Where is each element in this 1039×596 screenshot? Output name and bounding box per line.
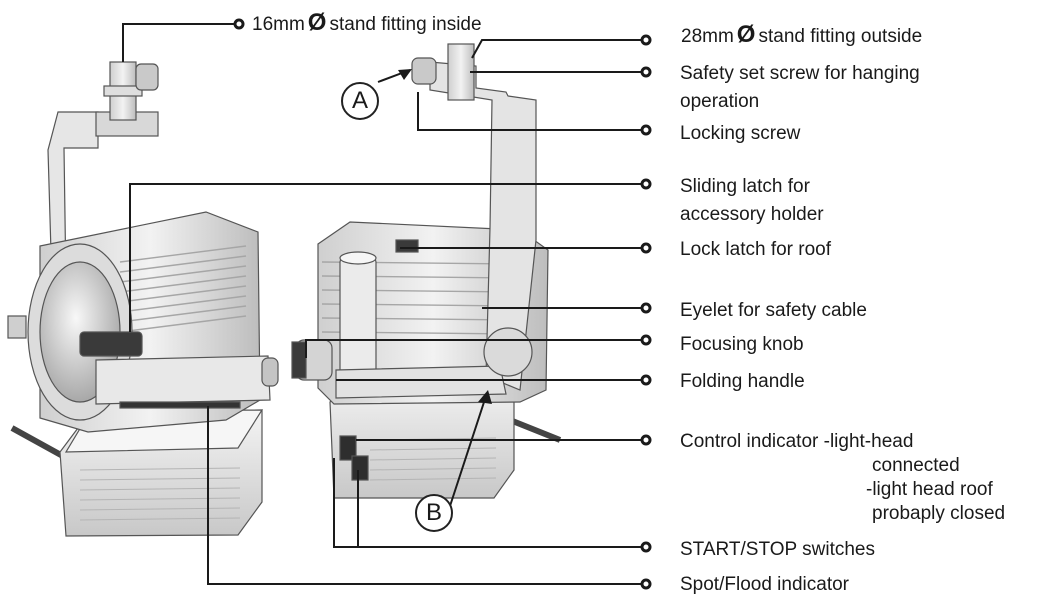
label-28mm-pre: 28mm <box>681 26 734 47</box>
right-lamp <box>291 43 562 499</box>
label-sliding-latch-1: Sliding latch for <box>680 176 810 197</box>
arrow-b <box>478 390 492 404</box>
label-lock-latch: Lock latch for roof <box>680 239 832 260</box>
label-locking-screw: Locking screw <box>680 123 801 144</box>
folding-handle <box>335 365 507 399</box>
label-start-stop: START/STOP switches <box>680 539 875 560</box>
roof-lock-latch <box>395 239 419 253</box>
focus-rod-left <box>95 355 271 405</box>
switch-1 <box>339 435 357 461</box>
label-safety-screw-1: Safety set screw for hanging <box>680 63 920 84</box>
left-lamp <box>7 61 279 537</box>
label-spot-flood: Spot/Flood indicator <box>680 574 849 595</box>
label-16mm-post: stand fitting inside <box>329 14 482 35</box>
safety-screw-knob <box>411 57 437 85</box>
callout-b: B <box>415 494 453 532</box>
handle-post <box>339 257 377 379</box>
label-28mm-post: stand fitting outside <box>758 26 923 47</box>
power-cable-right <box>508 417 562 443</box>
diameter-symbol-16: Ø <box>307 9 327 36</box>
label-eyelet: Eyelet for safety cable <box>680 300 867 321</box>
callout-a: A <box>341 82 379 120</box>
leader-lines <box>122 23 644 585</box>
stand-pin-right <box>447 43 475 101</box>
label-folding-handle: Folding handle <box>680 371 805 392</box>
end-dots <box>233 18 652 590</box>
label-sliding-latch-2: accessory holder <box>680 204 824 225</box>
label-control-indicator-3: -light head roof <box>866 479 993 500</box>
label-control-indicator-2: connected <box>872 455 960 476</box>
label-control-indicator-4: probaply closed <box>872 503 1006 524</box>
eyelet-hub <box>483 327 533 377</box>
spot-flood-bar <box>119 401 241 409</box>
label-control-indicator-1: Control indicator -light-head <box>680 431 914 452</box>
arrow-a <box>398 69 412 80</box>
sliding-latch-left <box>79 331 143 357</box>
label-16mm-pre: 16mm <box>252 14 305 35</box>
lock-knob-left <box>135 63 159 91</box>
switch-2 <box>351 455 369 481</box>
label-focusing-knob: Focusing knob <box>680 334 804 355</box>
diameter-symbol-28: Ø <box>736 21 756 48</box>
label-safety-screw-2: operation <box>680 91 760 112</box>
